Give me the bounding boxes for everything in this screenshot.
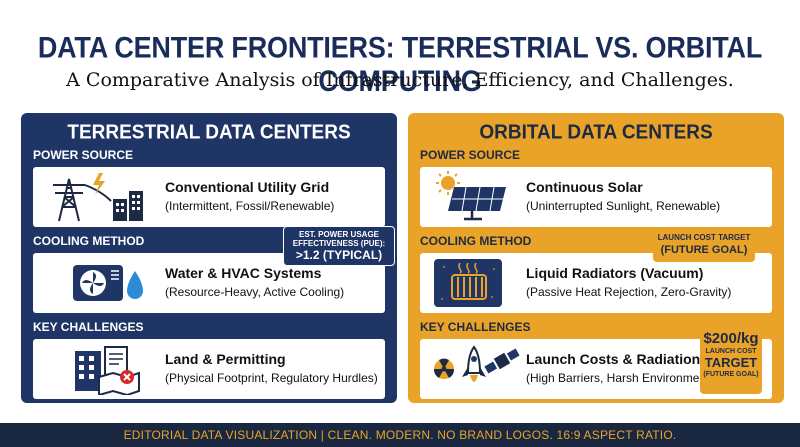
terrestrial-challenges-card: Land & Permitting (Physical Footprint, R…	[33, 339, 385, 399]
terrestrial-challenges-label: KEY CHALLENGES	[33, 320, 144, 334]
terrestrial-heading: TERRESTRIAL DATA CENTERS	[67, 121, 351, 144]
orbital-power-detail: (Uninterrupted Sunlight, Renewable)	[526, 199, 721, 213]
launch-price-value: $200/kg	[703, 330, 759, 347]
orbital-challenges-title: Launch Costs & Radiation	[526, 351, 701, 367]
hvac-fan-icon	[39, 257, 143, 309]
terrestrial-power-label: POWER SOURCE	[33, 148, 134, 162]
terrestrial-cooling-title: Water & HVAC Systems	[165, 265, 322, 281]
terrestrial-challenges-detail: (Physical Footprint, Regulatory Hurdles)	[165, 371, 378, 385]
launch-price-note: (FUTURE GOAL)	[703, 371, 759, 378]
orbital-cooling-label: COOLING METHOD	[420, 234, 532, 248]
pue-callout-value: >1.2 (TYPICAL)	[295, 248, 383, 262]
launch-cost-callout-label: LAUNCH COST TARGET	[657, 233, 751, 242]
terrestrial-challenges-title: Land & Permitting	[165, 351, 286, 367]
power-pylon-icon	[39, 171, 143, 223]
terrestrial-power-title: Conventional Utility Grid	[165, 179, 330, 195]
orbital-power-card: Continuous Solar (Uninterrupted Sunlight…	[420, 167, 772, 227]
pue-callout-label: EST. POWER USAGE EFFECTIVENESS (PUE):	[292, 230, 386, 248]
terrestrial-cooling-detail: (Resource-Heavy, Active Cooling)	[165, 285, 345, 299]
orbital-cooling-detail: (Passive Heat Rejection, Zero-Gravity)	[526, 285, 732, 299]
orbital-challenges-detail: (High Barriers, Harsh Environment)	[526, 371, 714, 385]
footer-bar: EDITORIAL DATA VISUALIZATION | CLEAN. MO…	[0, 423, 800, 447]
orbital-heading: ORBITAL DATA CENTERS	[479, 121, 713, 144]
orbital-cooling-title: Liquid Radiators (Vacuum)	[526, 265, 704, 281]
building-permit-icon	[39, 343, 140, 397]
radiator-icon	[434, 257, 506, 309]
orbital-power-label: POWER SOURCE	[420, 148, 521, 162]
pue-callout: EST. POWER USAGE EFFECTIVENESS (PUE): >1…	[283, 226, 395, 266]
terrestrial-cooling-card: Water & HVAC Systems (Resource-Heavy, Ac…	[33, 253, 385, 313]
terrestrial-cooling-label: COOLING METHOD	[33, 234, 145, 248]
terrestrial-power-card: Conventional Utility Grid (Intermittent,…	[33, 167, 385, 227]
launch-price-target: TARGET	[704, 355, 758, 370]
terrestrial-power-detail: (Intermittent, Fossil/Renewable)	[165, 199, 335, 213]
orbital-cooling-card: Liquid Radiators (Vacuum) (Passive Heat …	[420, 253, 772, 313]
launch-cost-callout-note: (FUTURE GOAL)	[660, 244, 748, 256]
rocket-satellite-icon	[433, 343, 520, 395]
launch-cost-callout: LAUNCH COST TARGET (FUTURE GOAL)	[653, 230, 755, 262]
orbital-challenges-label: KEY CHALLENGES	[420, 320, 531, 334]
page-title: DATA CENTER FRONTIERS: TERRESTRIAL VS. O…	[37, 31, 763, 98]
page-subtitle: A Comparative Analysis of Infrastructure…	[66, 69, 734, 91]
launch-price-callout: $200/kg LAUNCH COST TARGET (FUTURE GOAL)	[700, 326, 762, 394]
solar-panel-icon	[434, 171, 506, 223]
orbital-power-title: Continuous Solar	[526, 179, 643, 195]
launch-price-label: LAUNCH COST	[705, 348, 757, 355]
